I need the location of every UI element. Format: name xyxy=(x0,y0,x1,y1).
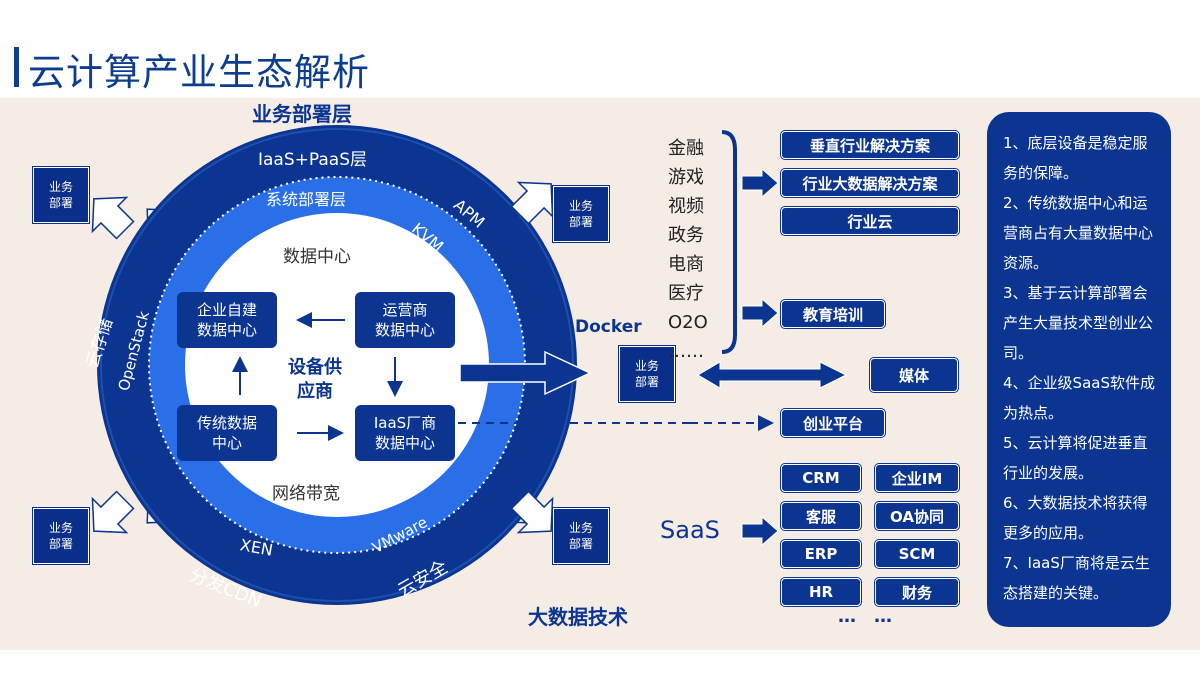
device-supplier-label: 设备供 应商 xyxy=(288,357,342,402)
industry-list: 金融 游戏 视频 政务 电商 医疗 O2O …… xyxy=(668,134,708,366)
deploy-box-top-right: 业务 部署 xyxy=(553,186,609,242)
enterprise-dc-box: 企业自建 数据中心 xyxy=(177,292,277,348)
deploy-box-bottom-right: 业务 部署 xyxy=(553,508,609,564)
iaas-dc-box: IaaS厂商 数据中心 xyxy=(355,405,455,461)
system-deploy-layer-label: 系统部署层 xyxy=(266,190,347,209)
bandwidth-label: 网络带宽 xyxy=(272,484,340,504)
industry-item: 医疗 xyxy=(668,283,704,304)
solution-connectors xyxy=(690,130,848,547)
docker-label: Docker xyxy=(575,317,642,337)
saas-item: 财务 xyxy=(875,578,959,606)
saas-item: HR xyxy=(781,578,861,606)
saas-item: ERP xyxy=(781,540,861,568)
saas-item: 客服 xyxy=(781,502,861,530)
data-center-label: 数据中心 xyxy=(283,247,351,267)
note-item: 5、云计算将促进垂直行业的发展。 xyxy=(1003,434,1148,482)
industry-bracket xyxy=(721,130,737,354)
note-item: 2、传统数据中心和运营商占有大量数据中心资源。 xyxy=(1003,194,1154,272)
industry-item: 电商 xyxy=(668,254,704,275)
startup-platform-box: 创业平台 xyxy=(781,409,885,437)
notes-panel: 1、底层设备是稳定服务的保障。 2、传统数据中心和运营商占有大量数据中心资源。 … xyxy=(987,112,1171,627)
iaas-paas-layer-label: IaaS+PaaS层 xyxy=(258,150,367,170)
education-box: 教育培训 xyxy=(781,300,885,328)
arrow-media-double xyxy=(697,361,848,389)
saas-more: … xyxy=(874,606,892,627)
saas-item: SCM xyxy=(875,540,959,568)
page-title: 云计算产业生态解析 xyxy=(28,51,370,94)
docker-arrow xyxy=(459,350,592,396)
title-accent-bar xyxy=(14,47,19,87)
note-item: 3、基于云计算部署会产生大量技术型创业公司。 xyxy=(1003,284,1154,362)
industry-cloud-box: 行业云 xyxy=(781,207,959,235)
media-box: 媒体 xyxy=(870,358,958,392)
industry-item: …… xyxy=(668,341,704,362)
operator-dc-box: 运营商 数据中心 xyxy=(355,292,455,348)
bigdata-solutions-box: 行业大数据解决方案 xyxy=(781,169,959,197)
deploy-box-docker: 业务 部署 xyxy=(619,346,675,402)
traditional-dc-box: 传统数据 中心 xyxy=(177,405,277,461)
arrow-to-education xyxy=(741,297,779,329)
deploy-box-bottom-left: 业务 部署 xyxy=(33,508,89,564)
note-item: 6、大数据技术将获得更多的应用。 xyxy=(1003,494,1148,542)
industry-item: 金融 xyxy=(668,138,704,159)
note-item: 1、底层设备是稳定服务的保障。 xyxy=(1003,134,1148,182)
saas-item: CRM xyxy=(781,464,861,492)
note-item: 7、IaaS厂商将是云生态搭建的关键。 xyxy=(1003,554,1150,602)
startup-dashed-connector xyxy=(458,422,698,424)
vertical-solutions-box: 垂直行业解决方案 xyxy=(781,131,959,159)
big-data-title: 大数据技术 xyxy=(528,605,628,629)
industry-item: O2O xyxy=(668,312,708,333)
saas-more: … xyxy=(838,606,856,627)
deploy-layer-title: 业务部署层 xyxy=(252,102,352,126)
arrow-to-saas xyxy=(741,515,779,547)
industry-item: 游戏 xyxy=(668,167,704,188)
industry-item: 政务 xyxy=(668,225,704,246)
saas-label: SaaS xyxy=(660,516,720,544)
arrow-to-bigdata xyxy=(741,167,779,199)
industry-item: 视频 xyxy=(668,196,704,217)
saas-item: 企业IM xyxy=(875,464,959,492)
note-item: 4、企业级SaaS软件成为热点。 xyxy=(1003,374,1155,422)
saas-item: OA协同 xyxy=(875,502,959,530)
deploy-box-top-left: 业务 部署 xyxy=(33,167,89,223)
